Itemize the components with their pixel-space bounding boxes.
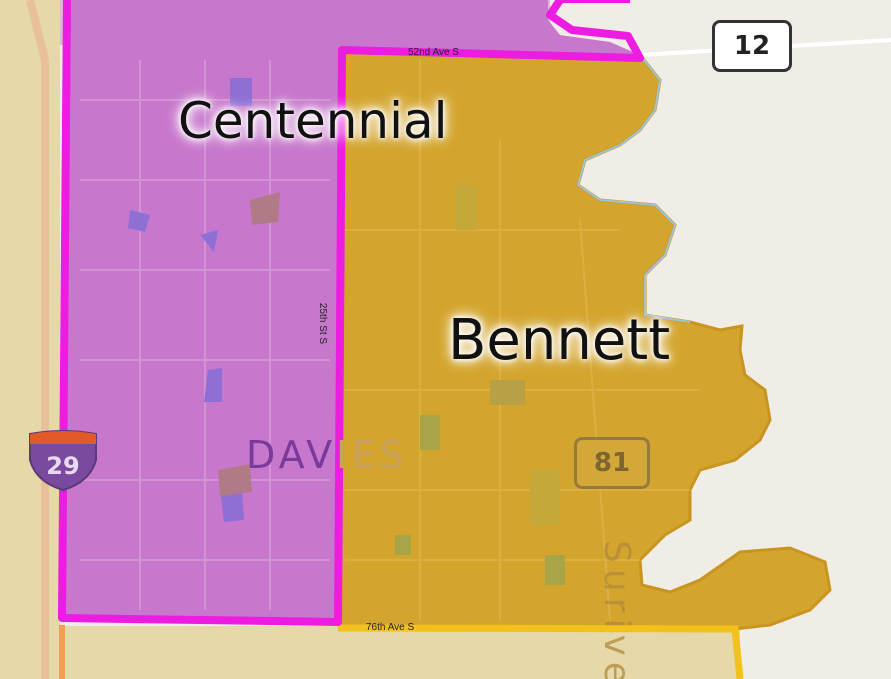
neighborhood-label-main: DAV [246, 433, 337, 477]
river-line [576, 54, 691, 323]
interstate-29-shield: 29 [29, 430, 97, 492]
highway-81-shield: 81 [574, 437, 650, 489]
street-label-52nd: 52nd Ave S [408, 47, 459, 58]
neighborhood-label-tail: IES [336, 433, 408, 477]
highway-12-shield: 12 [712, 20, 792, 72]
vertical-street-label: Surive [596, 540, 637, 679]
park-patches [128, 78, 565, 585]
west-land-area [0, 0, 60, 679]
south-land-area [60, 626, 740, 679]
centennial-zone-area[interactable] [62, 0, 640, 620]
street-label-25th: 25th St S [317, 302, 329, 345]
centennial-zone-label: Centennial [178, 92, 448, 150]
street-grid-centennial [80, 60, 330, 610]
street-label-76th: 76th Ave S [366, 622, 415, 633]
neighborhood-label: DAVIES [246, 433, 408, 477]
interstate-29-number: 29 [46, 452, 79, 480]
bennett-zone-label: Bennett [448, 308, 671, 373]
76th-ave-road [337, 624, 744, 679]
centennial-border [58, 0, 644, 626]
